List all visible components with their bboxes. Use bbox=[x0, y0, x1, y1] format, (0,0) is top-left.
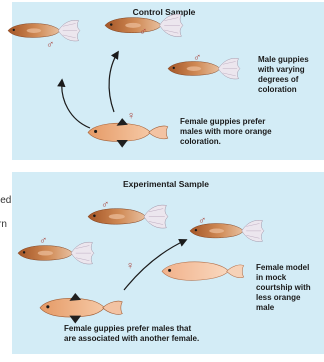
male-symbol: ♂ bbox=[198, 215, 206, 227]
margin-text-1: ied bbox=[0, 195, 11, 206]
control-title: Control Sample bbox=[133, 7, 196, 17]
females-preference-label: Female guppies prefer males that are ass… bbox=[64, 324, 199, 343]
experimental-sample-panel: Experimental Sample ♂ ♂ ♂ ♀ Female model… bbox=[12, 172, 324, 354]
female-symbol: ♀ bbox=[126, 260, 134, 272]
margin-text-2: rn bbox=[0, 219, 7, 230]
female-symbol: ♀ bbox=[127, 110, 135, 122]
male-symbol: ♂ bbox=[101, 199, 109, 211]
male-symbol: ♂ bbox=[39, 235, 47, 247]
male-symbol: ♂ bbox=[193, 52, 201, 64]
male-symbol: ♂ bbox=[46, 39, 54, 51]
control-sample-panel: Control Sample ♂ ♂ ♂ ♀ Male guppies with… bbox=[8, 2, 324, 160]
male-symbol: ♂ bbox=[139, 26, 147, 38]
experimental-title: Experimental Sample bbox=[123, 179, 209, 189]
